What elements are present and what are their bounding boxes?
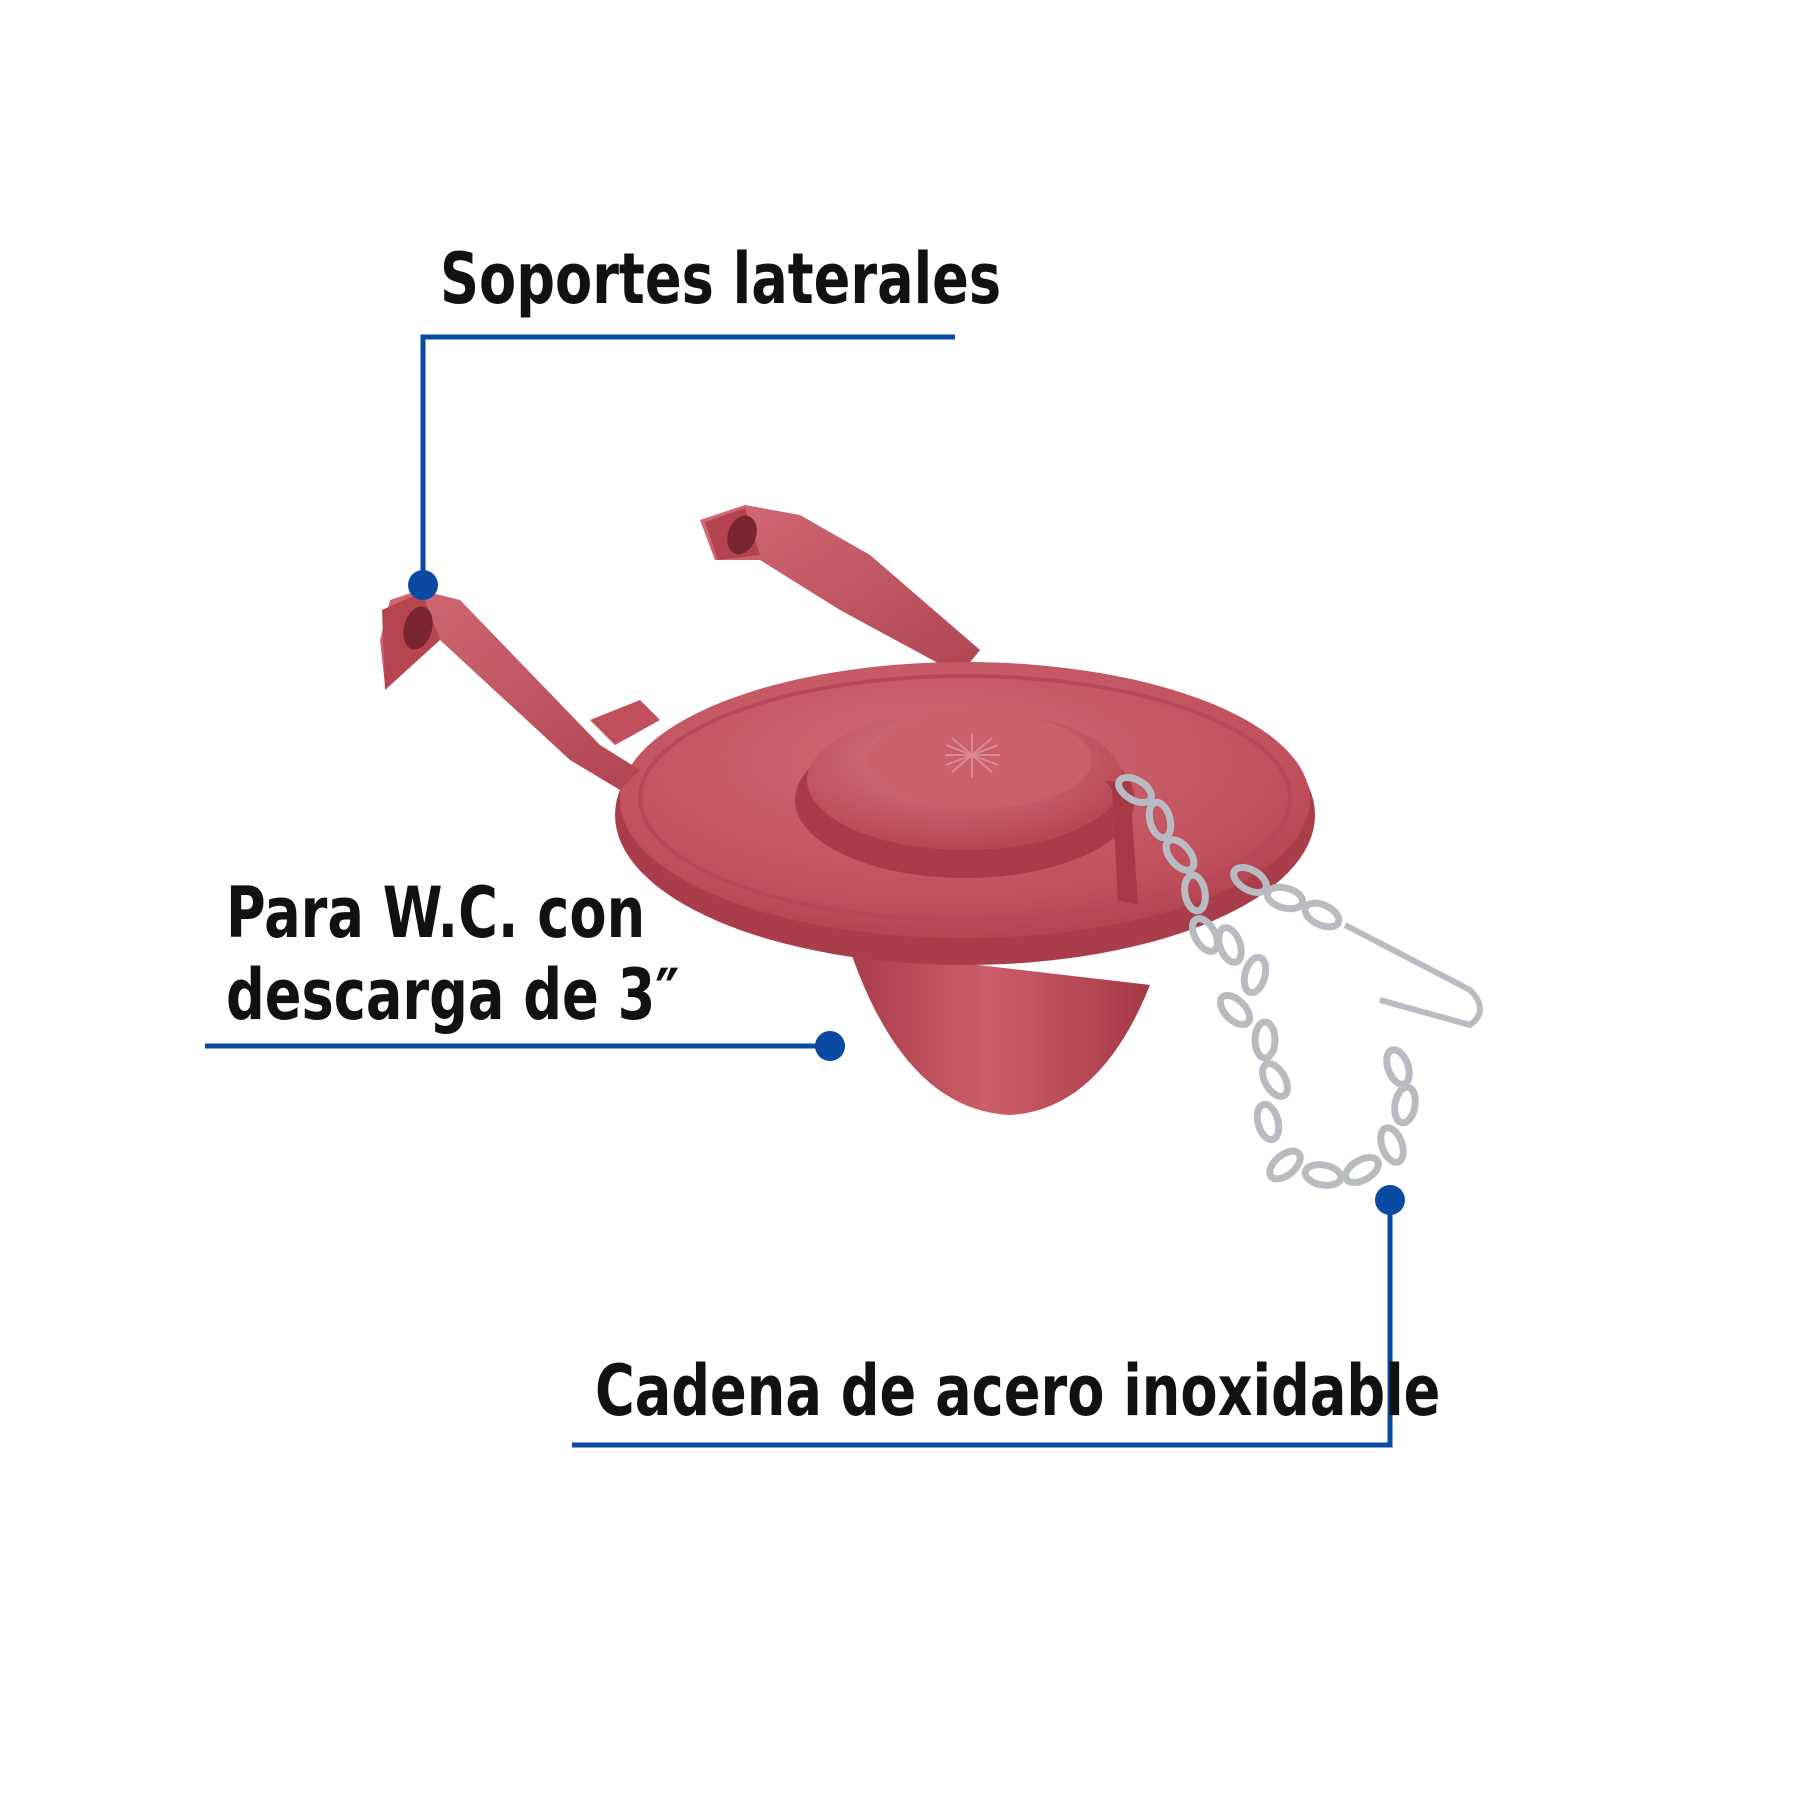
callout-dot-cadena: [1375, 1185, 1405, 1215]
front-support-arm: [380, 590, 660, 790]
back-support-arm: [700, 505, 980, 675]
callout-connectors: [205, 334, 1405, 1448]
chain-anchor-loop: [1105, 780, 1138, 905]
steel-chain: [1115, 774, 1483, 1189]
wc-discharge-line2: descarga de 3″: [226, 954, 680, 1036]
callout-label-side-supports: Soportes laterales: [440, 238, 1001, 320]
wc-discharge-line1: Para W.C. con: [226, 872, 646, 954]
flapper-cone: [850, 950, 1150, 1115]
callout-dot-para: [815, 1031, 845, 1061]
callout-label-steel-chain: Cadena de acero inoxidable: [595, 1350, 1440, 1432]
callout-line-cadena: [572, 1200, 1393, 1448]
side-supports-text: Soportes laterales: [440, 238, 1002, 320]
callout-dot-soportes: [408, 570, 438, 600]
flapper-dome: [795, 710, 1135, 878]
callout-line-soportes: [420, 334, 955, 585]
steel-chain-text: Cadena de acero inoxidable: [595, 1350, 1441, 1432]
callout-label-wc-discharge: Para W.C. con descarga de 3″: [226, 872, 680, 1036]
